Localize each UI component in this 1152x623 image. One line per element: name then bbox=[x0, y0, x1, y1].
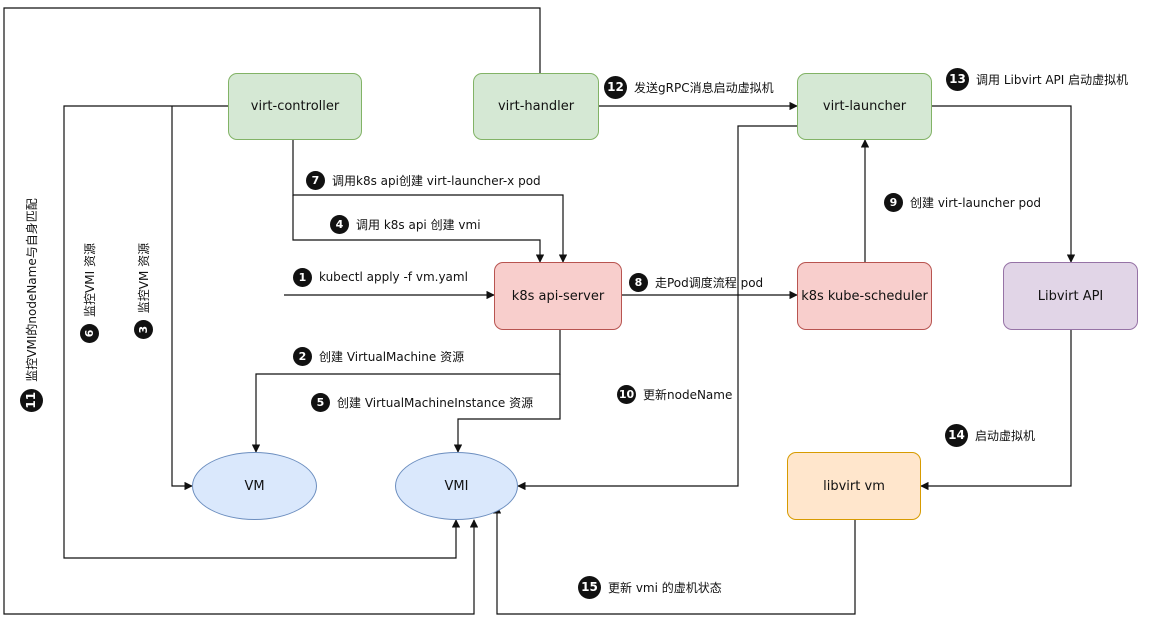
step-badge: 2 bbox=[293, 346, 312, 366]
edge-2-create-vm bbox=[251, 330, 561, 453]
step-text: 创建 virt-launcher pod bbox=[910, 195, 1042, 210]
step-badge: 14 bbox=[945, 423, 968, 447]
k8s-kube-scheduler-node: k8s kube-scheduler bbox=[797, 262, 932, 330]
step-badge: 4 bbox=[330, 214, 349, 234]
step-14-label: 14 启动虚拟机 bbox=[945, 423, 1035, 447]
step-badge: 15 bbox=[578, 575, 601, 599]
step-text: 监控VMI的nodeName与自身匹配 bbox=[24, 198, 39, 382]
step-5-label: 5 创建 VirtualMachineInstance 资源 bbox=[311, 392, 533, 412]
step-text: 更新nodeName bbox=[643, 387, 733, 402]
step-9-label: 9 创建 virt-launcher pod bbox=[884, 192, 1041, 212]
step-badge: 6 bbox=[79, 323, 99, 343]
k8s-api-server-node: k8s api-server bbox=[494, 262, 622, 330]
step-text: 创建 VirtualMachine 资源 bbox=[319, 349, 465, 364]
step-10-label: 10 更新nodeName bbox=[617, 384, 732, 404]
step-badge: 13 bbox=[946, 67, 969, 91]
step-11-label: 11 监控VMI的nodeName与自身匹配 bbox=[19, 175, 43, 435]
step-text: 监控VM 资源 bbox=[136, 242, 151, 314]
step-text: 监控VMI 资源 bbox=[82, 243, 97, 317]
step-text: 调用k8s api创建 virt-launcher-x pod bbox=[332, 173, 541, 188]
step-text: 启动虚拟机 bbox=[975, 428, 1036, 443]
step-13-label: 13 调用 Libvirt API 启动虚拟机 bbox=[946, 67, 1128, 91]
step-badge: 7 bbox=[306, 170, 325, 190]
edge-14-start-vm bbox=[920, 330, 1072, 491]
step-text: kubectl apply -f vm.yaml bbox=[319, 270, 468, 284]
edge-3-watch-vm bbox=[171, 106, 193, 491]
step-text: 发送gRPC消息启动虚拟机 bbox=[634, 80, 774, 95]
edge-5-create-vmi-resource bbox=[453, 374, 561, 453]
virt-handler-node: virt-handler bbox=[473, 73, 599, 140]
step-badge: 5 bbox=[311, 392, 330, 412]
libvirt-vm-node: libvirt vm bbox=[787, 452, 921, 520]
edge-15-update-vmi-status bbox=[492, 505, 856, 615]
step-badge: 1 bbox=[293, 267, 312, 287]
step-2-label: 2 创建 VirtualMachine 资源 bbox=[293, 346, 464, 366]
step-badge: 11 bbox=[19, 388, 43, 412]
virt-controller-node: virt-controller bbox=[228, 73, 362, 140]
step-6-label: 6 监控VMI 资源 bbox=[79, 228, 99, 358]
step-text: 调用 Libvirt API 启动虚拟机 bbox=[976, 72, 1129, 87]
step-4-label: 4 调用 k8s api 创建 vmi bbox=[330, 214, 481, 234]
virt-launcher-node: virt-launcher bbox=[797, 73, 932, 140]
step-12-label: 12 发送gRPC消息启动虚拟机 bbox=[604, 75, 774, 99]
vmi-node: VMI bbox=[395, 452, 518, 520]
edge-11-vmi-node-watch bbox=[3, 7, 541, 615]
vm-node: VM bbox=[192, 452, 317, 520]
step-text: 更新 vmi 的虚机状态 bbox=[608, 580, 722, 595]
edge-6-watch-vmi bbox=[63, 105, 461, 559]
step-1-label: 1 kubectl apply -f vm.yaml bbox=[293, 267, 468, 287]
edge-13-call-libvirt bbox=[932, 105, 1076, 263]
step-text: 创建 VirtualMachineInstance 资源 bbox=[337, 395, 534, 410]
step-7-label: 7 调用k8s api创建 virt-launcher-x pod bbox=[306, 170, 541, 190]
step-text: 走Pod调度流程 pod bbox=[655, 275, 764, 290]
edge-4-create-vmi bbox=[292, 195, 545, 263]
step-3-label: 3 监控VM 资源 bbox=[133, 231, 153, 351]
step-8-label: 8 走Pod调度流程 pod bbox=[629, 272, 763, 292]
step-text: 调用 k8s api 创建 vmi bbox=[356, 217, 481, 232]
step-badge: 10 bbox=[617, 384, 636, 404]
step-badge: 9 bbox=[884, 192, 903, 212]
step-badge: 3 bbox=[133, 320, 153, 340]
step-badge: 8 bbox=[629, 272, 648, 292]
edge-10-update-nodename bbox=[517, 125, 797, 491]
edge-7-create-launcher-pod bbox=[292, 140, 568, 263]
step-badge: 12 bbox=[604, 75, 627, 99]
step-15-label: 15 更新 vmi 的虚机状态 bbox=[578, 575, 722, 599]
libvirt-api-node: Libvirt API bbox=[1003, 262, 1138, 330]
